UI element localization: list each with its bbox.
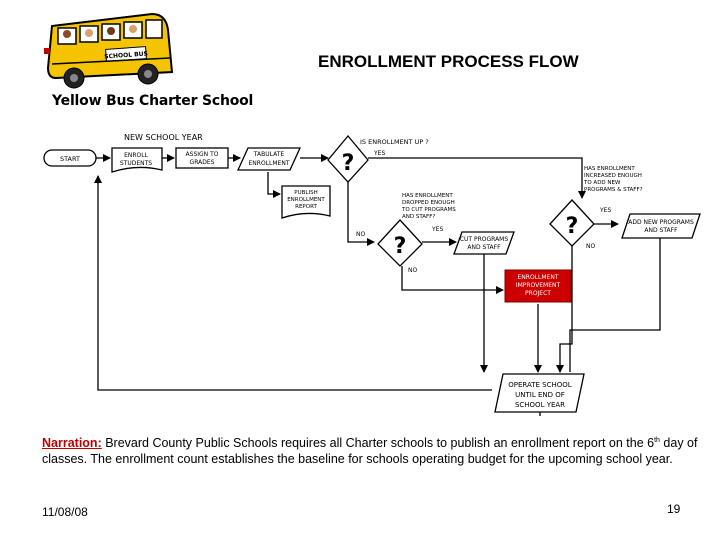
publish-report-node bbox=[281, 185, 331, 219]
enroll-label-2: STUDENTS bbox=[120, 160, 152, 167]
q-increased-4: PROGRAMS & STAFF? bbox=[584, 187, 643, 193]
narration: Narration: Brevard County Public Schools… bbox=[42, 433, 702, 467]
q-increased-1: HAS ENROLLMENT bbox=[584, 166, 635, 172]
publish-label-1: PUBLISH bbox=[294, 190, 317, 196]
school-bus-logo: SCHOOL BUS bbox=[44, 12, 174, 89]
operate-school-node bbox=[494, 373, 585, 413]
start-node bbox=[43, 149, 97, 167]
no-label-1: NO bbox=[356, 231, 365, 238]
q-dropped-4: AND STAFF? bbox=[402, 214, 435, 220]
publish-label-2: ENROLLMENT bbox=[287, 197, 325, 203]
page-number: 19 bbox=[667, 502, 681, 516]
assign-label-2: GRADES bbox=[190, 159, 215, 166]
add-programs-node bbox=[621, 213, 701, 239]
decision-1-symbol: ? bbox=[342, 151, 355, 176]
yes-label-2: YES bbox=[431, 226, 443, 233]
cut-programs-node bbox=[453, 231, 515, 255]
no-label-3: NO bbox=[586, 243, 595, 250]
improvement-project-node bbox=[504, 269, 572, 303]
cut-label-1: CUT PROGRAMS bbox=[460, 236, 509, 243]
add-label-2: AND STAFF bbox=[644, 227, 678, 234]
publish-label-3: REPORT bbox=[295, 204, 317, 210]
slide-title: ENROLLMENT PROCESS FLOW bbox=[318, 52, 579, 71]
tabulate-label-2: ENROLLMENT bbox=[249, 160, 290, 167]
decision-3-symbol: ? bbox=[566, 214, 579, 239]
narration-part1: Brevard County Public Schools requires a… bbox=[101, 436, 655, 451]
decision-enrollment-up bbox=[327, 134, 369, 183]
decision-2-symbol: ? bbox=[394, 234, 407, 259]
start-label: START bbox=[60, 155, 80, 163]
operate-label-1: OPERATE SCHOOL bbox=[508, 381, 572, 389]
q-dropped-3: TO CUT PROGRAMS bbox=[401, 207, 456, 213]
yes-label-1: YES bbox=[373, 150, 385, 157]
decision-increased bbox=[549, 199, 595, 247]
assign-grades-node bbox=[175, 147, 229, 169]
enroll-label-1: ENROLL bbox=[124, 152, 149, 159]
bus-sign-text: SCHOOL BUS bbox=[104, 50, 148, 60]
q-enrollment-up: IS ENROLLMENT UP ? bbox=[360, 138, 429, 146]
q-dropped-1: HAS ENROLLMENT bbox=[402, 193, 453, 199]
improvement-label-1: ENROLLMENT bbox=[518, 274, 559, 281]
q-increased-3: TO ADD NEW bbox=[583, 180, 621, 186]
narration-part2: day of classes. The enrollment count est… bbox=[42, 436, 698, 467]
operate-label-2: UNTIL END OF bbox=[515, 391, 565, 399]
no-label-2: NO bbox=[408, 267, 417, 274]
narration-label: Narration: bbox=[42, 436, 102, 451]
enroll-students-node bbox=[111, 147, 163, 173]
tabulate-label-1: TABULATE bbox=[253, 151, 285, 158]
add-label-1: ADD NEW PROGRAMS bbox=[628, 219, 694, 226]
footer-date: 11/08/08 bbox=[42, 505, 88, 519]
yes-label-3: YES bbox=[599, 207, 611, 214]
narration-sup: th bbox=[654, 437, 660, 444]
improvement-label-3: PROJECT bbox=[525, 290, 551, 297]
improvement-label-2: IMPROVEMENT bbox=[516, 282, 561, 289]
assign-label-1: ASSIGN TO bbox=[186, 151, 219, 158]
q-increased-2: INCREASED ENOUGH bbox=[584, 173, 642, 179]
decision-dropped bbox=[377, 219, 423, 267]
school-name: Yellow Bus Charter School bbox=[52, 93, 254, 109]
q-dropped-2: DROPPED ENOUGH bbox=[402, 200, 455, 206]
enrollment-flowchart: START NEW SCHOOL YEAR ENROLL STUDENTS AS… bbox=[43, 133, 701, 416]
operate-label-3: SCHOOL YEAR bbox=[515, 401, 565, 409]
cut-label-2: AND STAFF bbox=[467, 244, 501, 251]
tabulate-node bbox=[236, 147, 302, 171]
section-label: NEW SCHOOL YEAR bbox=[124, 133, 203, 142]
